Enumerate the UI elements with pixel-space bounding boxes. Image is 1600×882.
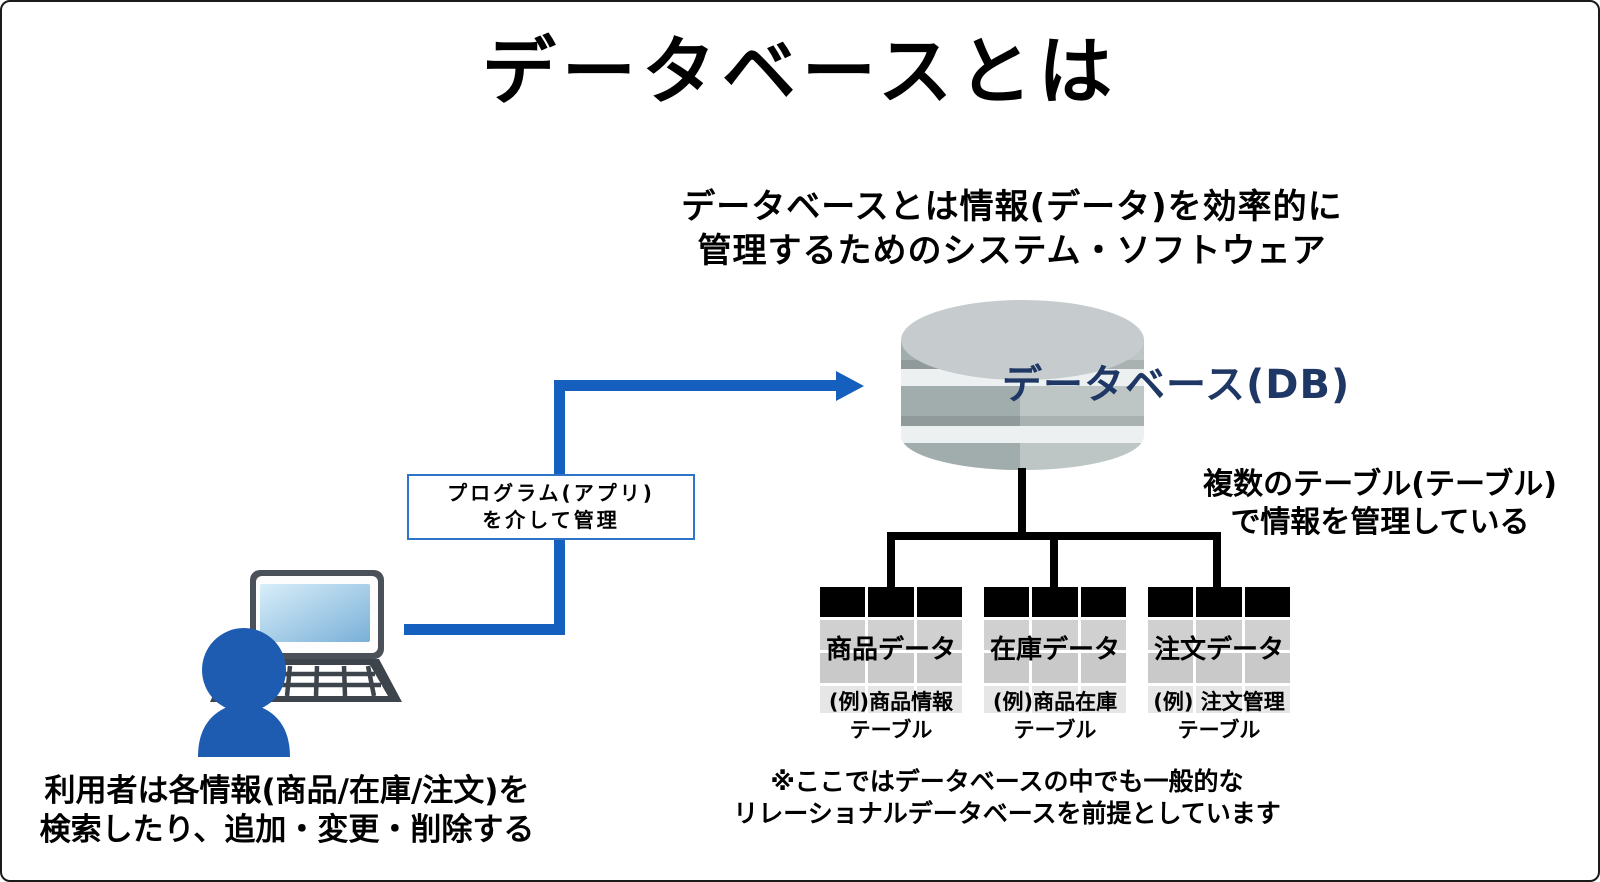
database-cylinder-icon [901,300,1144,470]
tables-note-line1: 複数のテーブル(テーブル) [1203,467,1557,502]
user-laptop-icon [198,570,402,757]
program-box: プログラム(アプリ) を介して管理 [407,474,695,540]
table-caption-order: (例) 注文管理 テーブル [1153,690,1285,742]
tree-connector-drop-3 [1213,532,1221,589]
table-label: 注文データ [1153,635,1285,665]
table-caption-stock: (例)商品在庫 テーブル [992,690,1118,742]
user-note-line2: 検索したり、追加・変更・削除する [39,812,535,848]
tree-connector-drop-1 [887,532,895,589]
flow-arrow-bottom-segment [404,624,565,635]
database-label: データベース(DB) [1002,362,1351,408]
table-label: 在庫データ [989,635,1121,665]
table-stock-data: 在庫データ [984,587,1126,716]
tables-note-line2: で情報を管理している [1230,505,1530,540]
flow-arrow-head-icon [836,371,864,401]
footnote-line2: リレーショナルデータベースを前提としています [733,799,1281,828]
table-caption-product: (例)商品情報 テーブル [828,690,954,742]
page-title: データベースとは [481,29,1119,115]
user-note: 利用者は各情報(商品/在庫/注文)を 検索したり、追加・変更・削除する [17,772,557,850]
table-grid [820,587,962,716]
flow-arrow-top-segment [554,380,836,391]
table-product-data: 商品データ [820,587,962,716]
program-box-line2: を介して管理 [482,508,620,532]
tree-connector-stem [1018,468,1026,534]
program-box-line1: プログラム(アプリ) [447,481,655,505]
definition-line1: データベースとは情報(データ)を効率的に [681,187,1343,227]
table-grid [984,587,1126,716]
definition-line2: 管理するためのシステム・ソフトウェア [697,231,1327,271]
database-cylinder-top [901,300,1144,380]
table-order-data: 注文データ [1148,587,1290,716]
table-grid [1148,587,1290,716]
user-note-line1: 利用者は各情報(商品/在庫/注文)を [44,773,530,809]
footnote: ※ここではデータベースの中でも一般的な リレーショナルデータベースを前提としてい… [622,766,1392,830]
tree-connector-drop-2 [1050,532,1058,589]
table-label: 商品データ [825,635,957,665]
tables-note: 複数のテーブル(テーブル) で情報を管理している [1160,466,1598,542]
footnote-line1: ※ここではデータベースの中でも一般的な [770,767,1244,796]
definition-text: データベースとは情報(データ)を効率的に 管理するためのシステム・ソフトウェア [602,185,1422,273]
